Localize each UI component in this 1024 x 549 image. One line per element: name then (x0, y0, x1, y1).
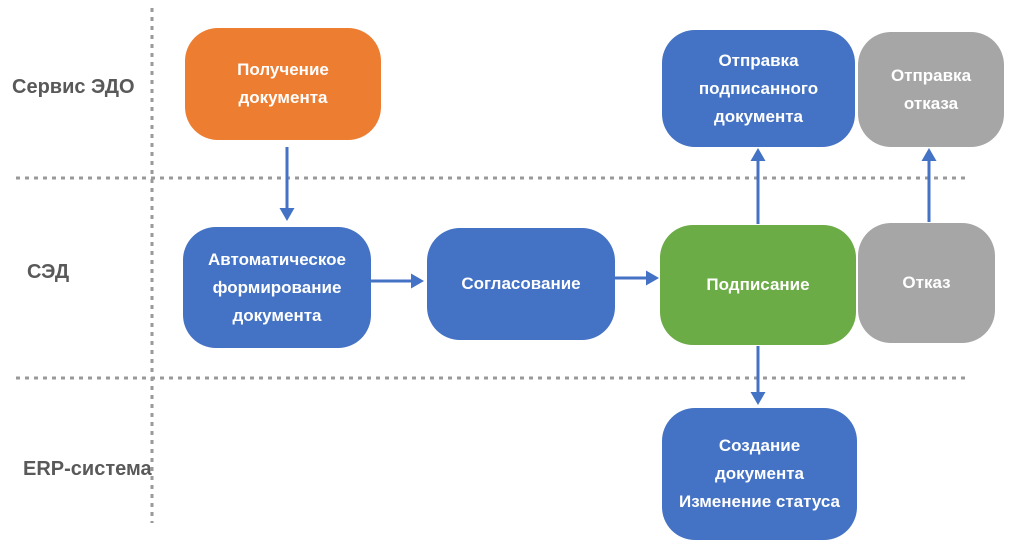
edge-approval-to-signing-arrowhead (646, 270, 659, 286)
node-auto-form-document: Автоматическое формирование документа (183, 227, 371, 348)
lane-label-erp-system: ERP-система (23, 458, 152, 480)
node-signing: Подписание (660, 225, 856, 345)
edge-signing-to-createdoc-arrowhead (750, 392, 766, 405)
lane-label-servis-edo: Сервис ЭДО (12, 76, 135, 98)
lane-label-sed: СЭД (27, 261, 70, 283)
node-receive-document: Получение документа (185, 28, 381, 140)
edge-signing-to-sendsigned-arrowhead (750, 148, 766, 161)
node-send-rejection: Отправка отказа (858, 32, 1004, 147)
node-create-document-change-status: Создание документа Изменение статуса (662, 408, 857, 540)
node-rejection: Отказ (858, 223, 995, 343)
node-send-signed-document: Отправка подписанного документа (662, 30, 855, 147)
node-approval: Согласование (427, 228, 615, 340)
edge-receive-to-autoform-arrowhead (279, 208, 295, 221)
edge-autoform-to-approval-arrowhead (411, 273, 424, 289)
edge-rejection-to-sendrejection-arrowhead (921, 148, 937, 161)
